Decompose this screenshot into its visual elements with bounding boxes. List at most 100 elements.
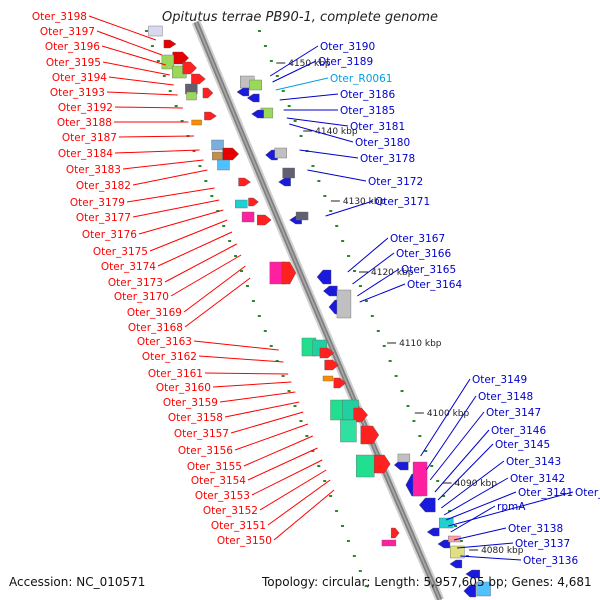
left-leader-line (132, 169, 208, 186)
left-gene-label: Oter_3194 (52, 72, 107, 84)
track-tick-left (234, 255, 238, 257)
gene-block (450, 545, 465, 559)
track-tick-left (216, 210, 220, 212)
left-gene-label: Oter_3163 (137, 336, 192, 348)
right-gene-label: Oter_3165 (401, 264, 456, 276)
gene-arrow (390, 527, 400, 539)
left-gene-label: Oter_3160 (156, 382, 211, 394)
right-leader-line (352, 252, 395, 285)
left-gene-label: Oter_3161 (148, 368, 203, 380)
left-leader-line (243, 435, 313, 467)
gene-block (241, 211, 255, 223)
right-gene-label: Oter_3149 (472, 374, 527, 386)
left-gene-label: Oter_3168 (128, 322, 183, 334)
right-leader-line (307, 169, 367, 182)
right-gene-label: Oter_3143 (506, 456, 561, 468)
genome-summary-text: Topology: circular; Length: 5,957,605 bp… (262, 575, 592, 589)
track-tick-right (329, 210, 333, 212)
track-tick-left (293, 405, 297, 407)
right-gene-label: Oter_3190 (320, 41, 375, 53)
left-leader-line (193, 340, 279, 351)
left-leader-line (114, 149, 200, 154)
gene-arrow (238, 177, 251, 187)
left-leader-line (247, 447, 318, 481)
track-tick-left (299, 420, 303, 422)
track-tick-right (299, 135, 303, 137)
left-leader-line (170, 254, 242, 297)
right-gene-label: Oter_3186 (340, 89, 395, 101)
left-leader-line (219, 391, 296, 403)
right-gene-label: Oter_3138 (508, 523, 563, 535)
track-tick-left (257, 315, 261, 317)
track-tick-left (341, 525, 344, 527)
left-leader-line (138, 209, 224, 235)
left-leader-line (212, 381, 292, 388)
track-tick-left (156, 60, 160, 62)
right-leader-line (347, 237, 389, 273)
gene-block (295, 211, 309, 221)
track-tick-right (424, 450, 428, 452)
right-gene-label: Oter_3172 (368, 176, 423, 188)
right-gene-label: Oter_3141 (518, 487, 573, 499)
right-leader-line (420, 378, 471, 457)
right-leader-line (425, 395, 477, 471)
right-gene-label: Oter_3171 (375, 196, 430, 208)
track-tick-left (222, 225, 226, 227)
right-gene-label: Oter_3147 (486, 407, 541, 419)
right-gene-label: Oter_3148 (478, 391, 533, 403)
left-gene-label: Oter_3155 (187, 461, 242, 473)
track-tick-left (287, 390, 291, 392)
gene-arrow (202, 87, 214, 99)
right-gene-label: Oter_3180 (355, 137, 410, 149)
track-tick-right (448, 510, 452, 512)
track-tick-right (364, 300, 368, 302)
right-leader-line (434, 429, 490, 493)
track-tick-right (281, 90, 285, 92)
track-tick-left (144, 30, 148, 32)
scale-label: 4100 kbp (427, 409, 470, 419)
track-tick-right (430, 465, 434, 467)
right-leader-line (269, 45, 319, 77)
track-tick-right (382, 345, 386, 347)
track-tick-right (454, 525, 457, 527)
gene-arrow (163, 39, 177, 49)
gene-block (191, 119, 202, 126)
track-tick-right (323, 195, 327, 197)
track-tick-left (198, 165, 202, 167)
gene-block (439, 517, 454, 529)
gene-block (217, 159, 230, 171)
left-leader-line (101, 45, 166, 66)
track-tick-left (228, 240, 232, 242)
track-tick-right (335, 225, 339, 227)
left-leader-line (183, 265, 246, 313)
right-leader-line (450, 505, 496, 533)
gene-block (412, 461, 428, 497)
gene-arrow (316, 269, 332, 285)
left-gene-label: Oter_3179 (70, 197, 125, 209)
right-leader-line (453, 527, 507, 541)
right-leader-line (440, 460, 505, 509)
gene-block (249, 79, 262, 91)
accession-text: Accession: NC_010571 (9, 575, 146, 589)
genome-title: Opitutus terrae PB90-1, complete genome (161, 10, 439, 25)
right-leader-line (460, 555, 522, 561)
gene-block (336, 289, 352, 319)
gene-arrow (278, 177, 291, 187)
right-gene-label: Oter_3164 (407, 279, 462, 291)
left-gene-label: Oter_3152 (203, 505, 258, 517)
gene-block (340, 419, 357, 443)
left-gene-label: Oter_3175 (93, 246, 148, 258)
left-gene-label: Oter_3154 (191, 475, 246, 487)
right-gene-label: Oter_3139 (575, 487, 600, 499)
track-tick-right (317, 180, 321, 182)
right-leader-line (359, 283, 406, 303)
left-gene-label: Oter_3193 (50, 87, 105, 99)
gene-arrow (248, 197, 259, 207)
track-tick-left (174, 105, 178, 107)
gene-arrow (257, 214, 272, 226)
left-leader-line (204, 372, 289, 375)
left-leader-line (118, 135, 194, 138)
left-gene-label: Oter_3158 (168, 412, 223, 424)
right-gene-label: Oter_3167 (390, 233, 445, 245)
left-gene-label: Oter_3184 (58, 148, 113, 160)
